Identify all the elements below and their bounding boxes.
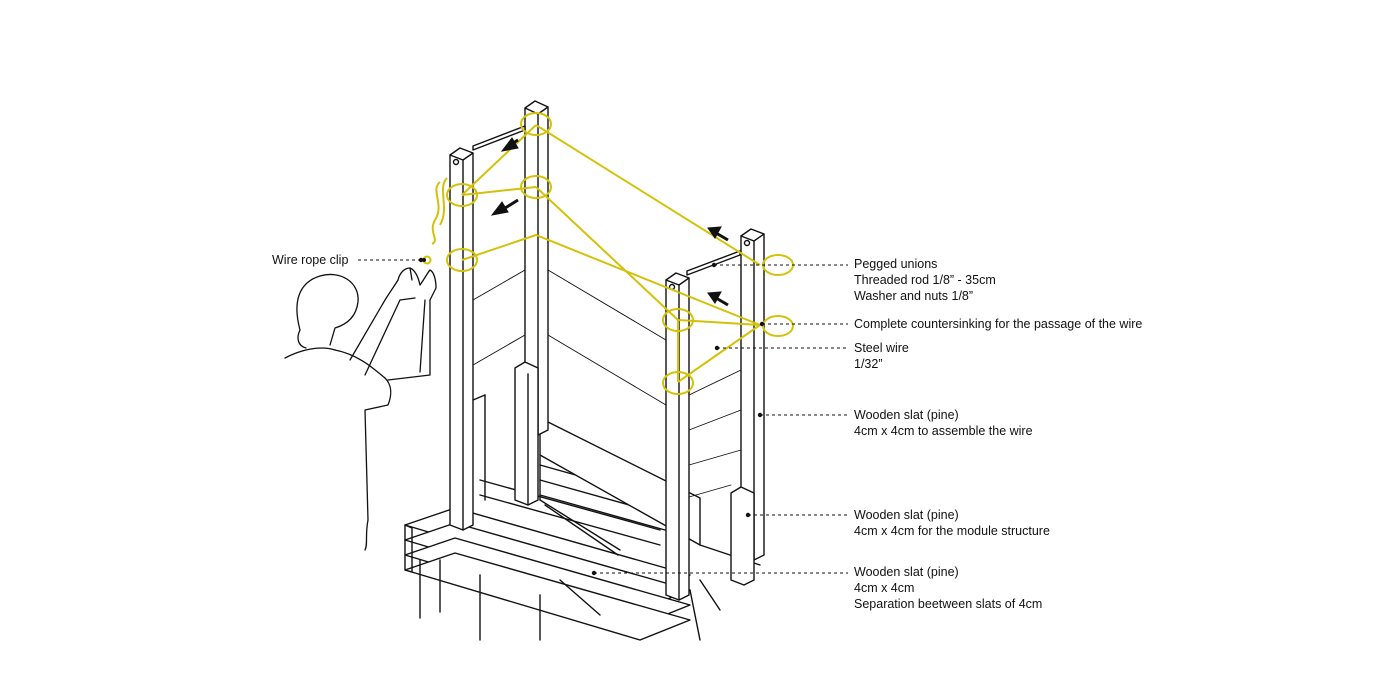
leader-lines [358, 259, 848, 574]
label-steel-wire: Steel wire 1/32” [854, 340, 909, 372]
label-line: Separation beetween slats of 4cm [854, 597, 1043, 611]
label-line: Washer and nuts 1/8” [854, 289, 974, 303]
label-slat-structure: Wooden slat (pine) 4cm x 4cm for the mod… [854, 507, 1050, 539]
label-line: Pegged unions [854, 257, 938, 271]
label-line: 1/32” [854, 357, 883, 371]
label-line: 4cm x 4cm for the module structure [854, 524, 1050, 538]
post-right-back [730, 228, 765, 586]
label-countersinking: Complete countersinking for the passage … [854, 316, 1142, 332]
direction-arrow-icon [490, 137, 729, 307]
steel-wire-path [431, 112, 794, 395]
post-left-front [449, 147, 486, 531]
post-right-front [665, 272, 690, 601]
label-slat-wire: Wooden slat (pine) 4cm x 4cm to assemble… [854, 407, 1033, 439]
label-pegged-unions: Pegged unions Threaded rod 1/8” - 35cm W… [854, 256, 996, 304]
label-line: Complete countersinking for the passage … [854, 317, 1143, 331]
label-line: 4cm x 4cm to assemble the wire [854, 424, 1033, 438]
lower-wires [472, 269, 742, 498]
label-line: Wire rope clip [272, 253, 349, 267]
label-wire-rope-clip: Wire rope clip [272, 252, 348, 268]
label-line: Steel wire [854, 341, 909, 355]
person-figure [284, 267, 437, 551]
wire-rope-clip-marker [422, 255, 432, 265]
label-line: Wooden slat (pine) [854, 565, 959, 579]
leader-dots [418, 257, 765, 576]
label-line: Threaded rod 1/8” - 35cm [854, 273, 996, 287]
label-line: 4cm x 4cm [854, 581, 915, 595]
label-line: Wooden slat (pine) [854, 408, 959, 422]
label-slat-separation: Wooden slat (pine) 4cm x 4cm Separation … [854, 564, 1042, 612]
post-left-back [514, 100, 549, 506]
label-line: Wooden slat (pine) [854, 508, 959, 522]
